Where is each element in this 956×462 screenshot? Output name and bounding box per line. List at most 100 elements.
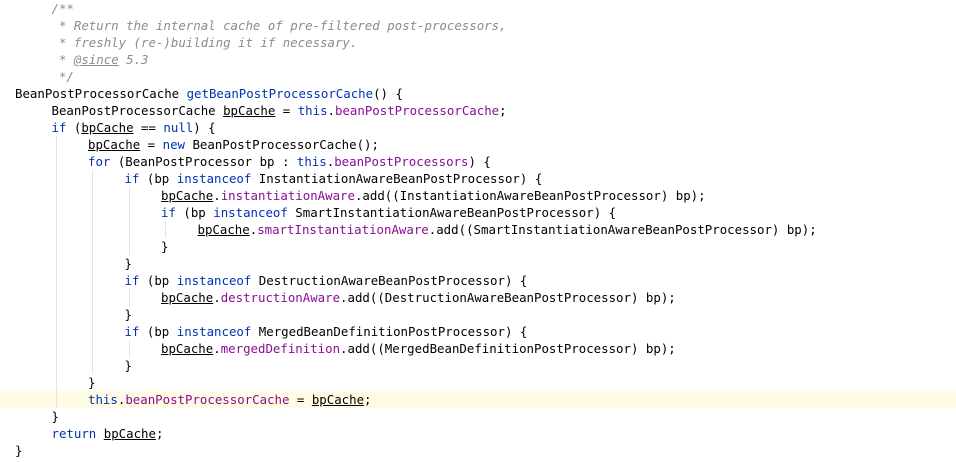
keyword: instanceof (176, 273, 252, 288)
code-line-text: /** (52, 0, 74, 17)
code-text: BeanPostProcessorCache(); (185, 137, 379, 152)
code-text: BeanPostProcessorCache (15, 86, 187, 101)
local-variable: bpCache (197, 222, 250, 237)
code-text: } (15, 443, 23, 458)
code-line[interactable]: for (BeanPostProcessor bp : this.beanPos… (0, 153, 956, 170)
code-text: . (249, 222, 258, 237)
code-line[interactable]: return bpCache; (0, 425, 956, 442)
code-line-text: bpCache.destructionAware.add((Destructio… (161, 289, 676, 306)
code-line-text: return bpCache; (52, 425, 164, 442)
code-text: } (161, 239, 169, 254)
code-line[interactable]: if (bp instanceof DestructionAwareBeanPo… (0, 272, 956, 289)
field-ref: beanPostProcessors (334, 154, 469, 169)
code-line-text: if (bp instanceof SmartInstantiationAwar… (161, 204, 616, 221)
code-line[interactable]: } (0, 408, 956, 425)
code-text: ) { (468, 154, 491, 169)
doc-comment: * freshly (re-)building it if necessary. (51, 35, 358, 50)
code-text: } (124, 358, 132, 373)
code-line[interactable]: } (0, 442, 956, 459)
code-text: . (213, 290, 221, 305)
keyword: if (124, 324, 140, 339)
doc-comment: /** (51, 1, 74, 16)
indent-guide (128, 289, 130, 306)
code-text: SmartInstantiationAwareBeanPostProcessor… (287, 205, 617, 220)
code-text: = (275, 103, 298, 118)
code-text: } (88, 375, 96, 390)
code-line-text: bpCache.instantiationAware.add((Instanti… (161, 187, 706, 204)
code-text: DestructionAwareBeanPostProcessor) { (251, 273, 528, 288)
indent-guide (128, 187, 130, 255)
code-line[interactable]: if (bp instanceof InstantiationAwareBean… (0, 170, 956, 187)
code-line[interactable]: * freshly (re-)building it if necessary. (0, 34, 956, 51)
local-variable: bpCache (161, 341, 214, 356)
code-line-text: BeanPostProcessorCache bpCache = this.be… (52, 102, 507, 119)
code-line-text: * @since 5.3 (52, 51, 149, 68)
code-line-text: } (52, 408, 59, 425)
code-text: .add((SmartInstantiationAwareBeanPostPro… (428, 222, 817, 237)
field-ref: instantiationAware (220, 188, 355, 203)
indent-guide (165, 221, 166, 238)
code-line[interactable]: bpCache.mergedDefinition.add((MergedBean… (0, 340, 956, 357)
code-line-text: this.beanPostProcessorCache = bpCache; (88, 391, 372, 408)
code-text (96, 426, 103, 441)
code-text: .add((MergedBeanDefinitionPostProcessor)… (340, 341, 676, 356)
keyword: instanceof (176, 324, 252, 339)
code-text: (bp (139, 324, 177, 339)
code-line[interactable]: bpCache.smartInstantiationAware.add((Sma… (0, 221, 956, 238)
code-text: == (133, 120, 164, 135)
keyword: for (88, 154, 111, 169)
code-line[interactable]: } (0, 357, 956, 374)
code-line[interactable]: this.beanPostProcessorCache = bpCache; (0, 391, 956, 408)
code-line[interactable]: } (0, 374, 956, 391)
keyword: this (297, 103, 328, 118)
code-line[interactable]: } (0, 306, 956, 323)
code-line-text: } (125, 357, 132, 374)
code-text: .add((InstantiationAwareBeanPostProcesso… (354, 188, 706, 203)
code-text: . (117, 392, 126, 407)
keyword: null (163, 120, 194, 135)
local-variable: bpCache (88, 137, 141, 152)
doc-comment: 5.3 (118, 52, 149, 67)
code-line[interactable]: /** (0, 0, 956, 17)
code-line[interactable]: * @since 5.3 (0, 51, 956, 68)
code-line-text: if (bp instanceof DestructionAwareBeanPo… (125, 272, 528, 289)
code-text: (BeanPostProcessor bp : (110, 154, 297, 169)
keyword: return (51, 426, 97, 441)
local-variable: bpCache (223, 103, 276, 118)
code-line[interactable]: bpCache = new BeanPostProcessorCache(); (0, 136, 956, 153)
code-text: (bp (139, 171, 177, 186)
code-line-text: bpCache.mergedDefinition.add((MergedBean… (161, 340, 676, 357)
code-line[interactable]: */ (0, 68, 956, 85)
code-line-text: BeanPostProcessorCache getBeanPostProces… (15, 85, 403, 102)
code-text: ; (364, 392, 372, 407)
code-text: = (289, 392, 312, 407)
code-line-text: * Return the internal cache of pre-filte… (52, 17, 507, 34)
code-line[interactable]: BeanPostProcessorCache bpCache = this.be… (0, 102, 956, 119)
code-line-text: bpCache.smartInstantiationAware.add((Sma… (198, 221, 817, 238)
keyword: instanceof (176, 171, 252, 186)
code-line-text: * freshly (re-)building it if necessary. (51, 34, 358, 51)
code-text: } (124, 256, 132, 271)
code-line-text: bpCache = new BeanPostProcessorCache(); (88, 136, 379, 153)
code-line[interactable]: BeanPostProcessorCache getBeanPostProces… (0, 85, 956, 102)
code-line[interactable]: if (bpCache == null) { (0, 119, 956, 136)
code-line[interactable]: bpCache.destructionAware.add((Destructio… (0, 289, 956, 306)
code-line[interactable]: } (0, 238, 956, 255)
field-ref: destructionAware (220, 290, 341, 305)
code-line[interactable]: if (bp instanceof MergedBeanDefinitionPo… (0, 323, 956, 340)
keyword: this (88, 392, 118, 407)
local-variable: bpCache (161, 290, 214, 305)
code-line[interactable]: if (bp instanceof SmartInstantiationAwar… (0, 204, 956, 221)
code-line-text: } (125, 306, 132, 323)
code-text: ( (66, 120, 82, 135)
code-line-text: } (88, 374, 95, 391)
code-line[interactable]: } (0, 255, 956, 272)
code-text: ; (155, 426, 164, 441)
code-text: () { (373, 86, 403, 101)
code-text: = (140, 137, 163, 152)
code-line[interactable]: bpCache.instantiationAware.add((Instanti… (0, 187, 956, 204)
code-text: ) { (193, 120, 216, 135)
doc-comment: */ (51, 69, 74, 84)
code-line[interactable]: * Return the internal cache of pre-filte… (0, 17, 956, 34)
